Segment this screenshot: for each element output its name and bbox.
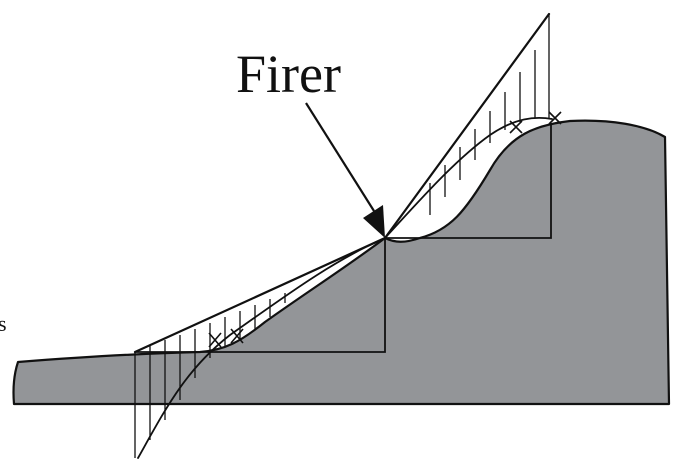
arrow-head: [363, 205, 385, 238]
upper-step: [385, 123, 552, 239]
reference-steps: [135, 123, 552, 353]
hatch-lines-lower: [134, 293, 286, 458]
upper-trajectory-curve: [384, 116, 553, 239]
x-marker: [208, 332, 222, 348]
x-marker: [548, 111, 562, 125]
lower-step: [135, 238, 386, 353]
sight-lines: [133, 12, 553, 459]
edge-text-fragment: s: [0, 311, 7, 336]
lower-trajectory-curve: [137, 237, 386, 459]
terrain-profile: [12, 119, 671, 406]
x-marker: [230, 328, 244, 344]
upper-sight-line: [383, 12, 551, 240]
lower-sight-line: [133, 236, 387, 354]
impact-markers: [208, 111, 562, 348]
arrow-shaft: [305, 102, 375, 212]
firer-pointer: [305, 102, 385, 238]
hatch-lines-upper: [429, 14, 550, 215]
x-marker: [509, 120, 523, 134]
firer-label: Firer: [236, 44, 341, 104]
